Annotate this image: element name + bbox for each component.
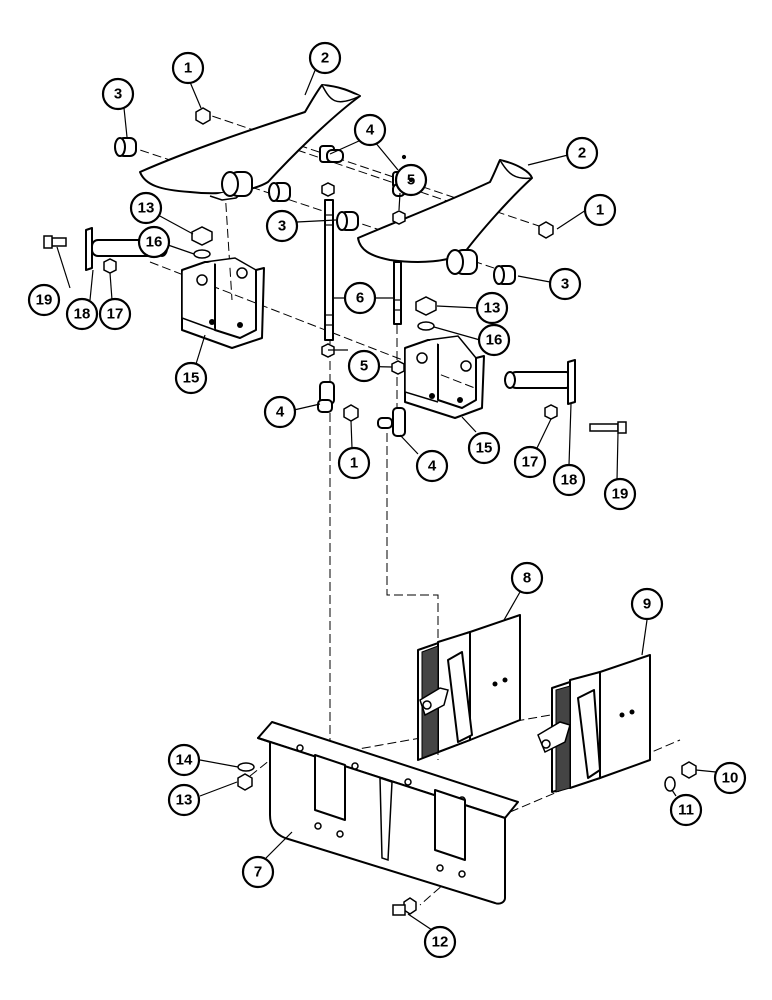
switch-block-9 (537, 654, 651, 793)
callout-5: 5 (347, 349, 381, 383)
svg-text:1: 1 (184, 60, 192, 77)
callout-18: 18 (552, 463, 586, 497)
callout-3: 3 (548, 267, 582, 301)
left-shaft-assembly (43, 226, 213, 274)
callout-13: 13 (475, 291, 509, 325)
callout-16: 16 (137, 225, 171, 259)
mounting-plate (257, 721, 519, 905)
right-shaft-assembly (415, 296, 627, 434)
callout-4: 4 (263, 395, 297, 429)
callout-1: 1 (337, 446, 371, 480)
callout-1: 1 (583, 193, 617, 227)
svg-text:19: 19 (36, 292, 53, 309)
svg-text:19: 19 (612, 486, 629, 503)
svg-text:16: 16 (146, 234, 163, 251)
left-bracket (181, 257, 265, 349)
svg-text:13: 13 (138, 200, 155, 217)
svg-text:5: 5 (360, 358, 368, 375)
callout-1: 1 (171, 51, 205, 85)
callout-11: 11 (669, 793, 703, 827)
svg-text:2: 2 (321, 50, 329, 67)
leader-lines (56, 67, 717, 931)
switch-block-8 (417, 614, 521, 761)
svg-text:4: 4 (428, 458, 437, 475)
callout-15: 15 (467, 431, 501, 465)
svg-text:6: 6 (356, 290, 364, 307)
right-pedal (357, 159, 533, 275)
threaded-rods (324, 199, 402, 341)
callout-2: 2 (565, 136, 599, 170)
nuts-1 (195, 107, 554, 422)
callout-4: 4 (415, 449, 449, 483)
nuts-5 (321, 182, 406, 375)
callout-17: 17 (98, 297, 132, 331)
svg-text:15: 15 (183, 370, 200, 387)
svg-text:12: 12 (432, 934, 449, 951)
svg-text:8: 8 (523, 570, 531, 587)
svg-text:15: 15 (476, 440, 493, 457)
right-bracket (404, 335, 485, 419)
callout-8: 8 (510, 561, 544, 595)
callout-18: 18 (65, 297, 99, 331)
svg-text:4: 4 (276, 404, 285, 421)
left-pedal (139, 84, 361, 201)
callout-19: 19 (27, 283, 61, 317)
svg-text:1: 1 (350, 455, 358, 472)
svg-text:14: 14 (176, 752, 193, 769)
svg-text:18: 18 (561, 472, 578, 489)
callout-12: 12 (423, 925, 457, 959)
callout-5 (408, 177, 414, 183)
svg-text:11: 11 (678, 802, 694, 819)
callout-19: 19 (603, 477, 637, 511)
callout-16: 16 (477, 323, 511, 357)
callout-17: 17 (513, 445, 547, 479)
svg-text:18: 18 (74, 306, 91, 323)
callout-2: 2 (308, 41, 342, 75)
callout-14: 14 (167, 743, 201, 777)
callout-13: 13 (167, 783, 201, 817)
lower-hardware (237, 761, 697, 916)
svg-text:4: 4 (366, 122, 375, 139)
callout-10: 10 (713, 761, 747, 795)
svg-text:10: 10 (722, 770, 739, 787)
svg-text:2: 2 (578, 145, 586, 162)
callout-3: 3 (101, 77, 135, 111)
callout-7: 7 (241, 855, 275, 889)
callout-4 (401, 154, 407, 160)
svg-text:17: 17 (522, 454, 539, 471)
svg-text:13: 13 (484, 300, 501, 317)
callout-3: 3 (265, 209, 299, 243)
callouts: 1 2 3 4 5 1 2 3 3 6 13 16 19 18 17 15 13… (27, 41, 747, 959)
callout-6: 6 (343, 281, 377, 315)
bushings (114, 137, 516, 285)
svg-text:3: 3 (278, 218, 286, 235)
svg-text:1: 1 (596, 202, 604, 219)
svg-text:16: 16 (486, 332, 503, 349)
callout-9: 9 (630, 587, 664, 621)
svg-text:13: 13 (176, 792, 193, 809)
callout-13: 13 (129, 191, 163, 225)
callout-15: 15 (174, 361, 208, 395)
svg-text:3: 3 (561, 276, 569, 293)
svg-text:17: 17 (107, 306, 124, 323)
svg-text:7: 7 (254, 864, 262, 881)
callout-4: 4 (353, 113, 387, 147)
svg-text:9: 9 (643, 596, 651, 613)
svg-text:3: 3 (114, 86, 122, 103)
